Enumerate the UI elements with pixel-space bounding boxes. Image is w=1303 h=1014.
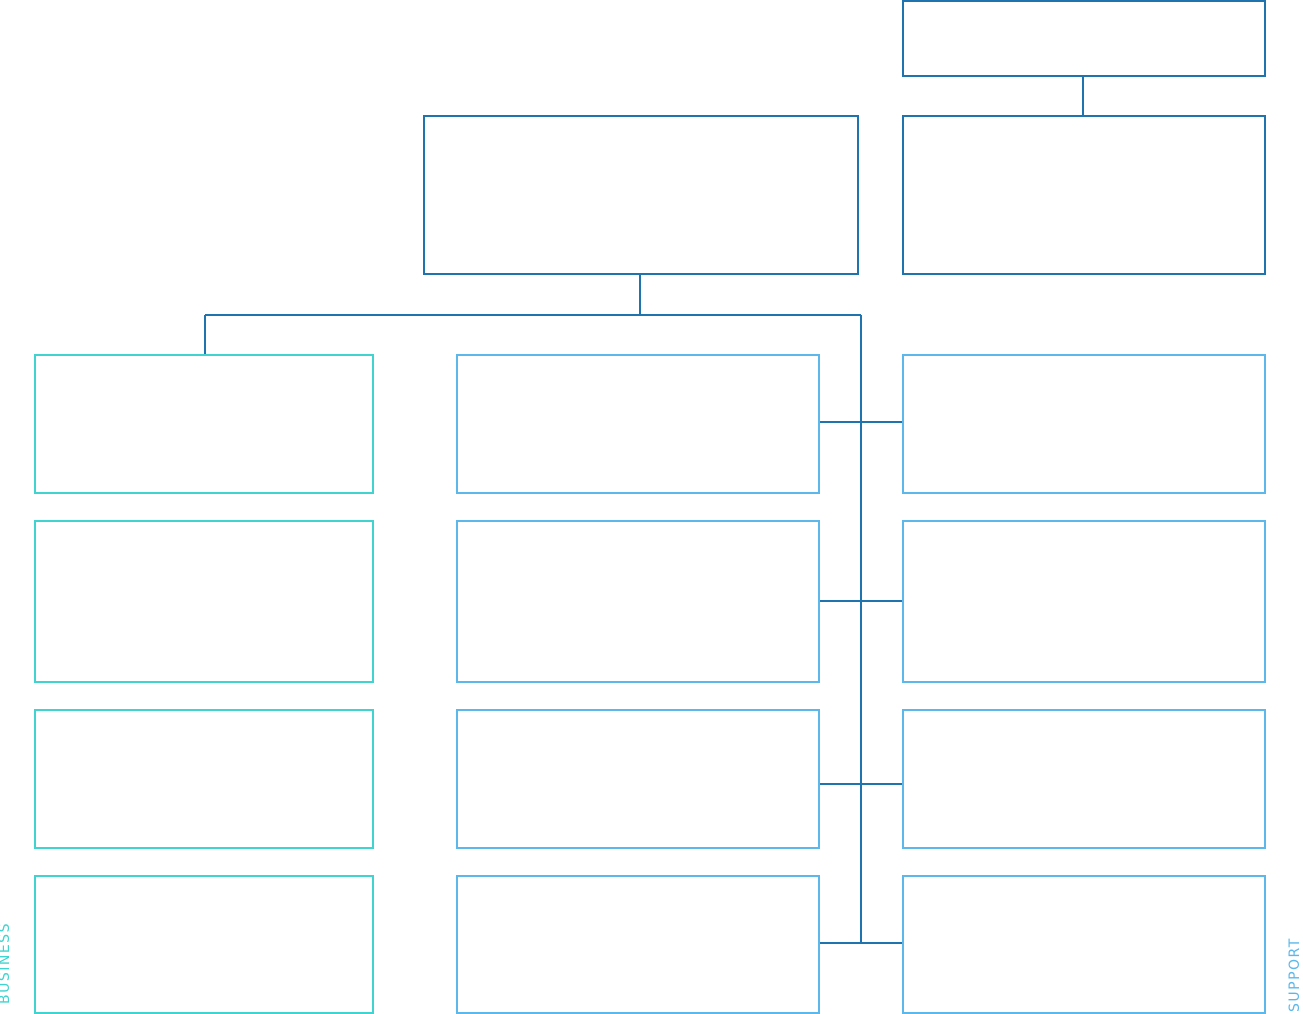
support-label: SUPPORT bbox=[1287, 937, 1303, 1012]
middle-box-3 bbox=[456, 709, 820, 849]
top-box bbox=[902, 0, 1266, 77]
support-box-3 bbox=[902, 709, 1266, 849]
business-box-4 bbox=[34, 875, 374, 1014]
middle-box-2 bbox=[456, 520, 820, 683]
support-box-2 bbox=[902, 520, 1266, 683]
business-box-2 bbox=[34, 520, 374, 683]
business-label: BUSINESS bbox=[0, 922, 13, 1004]
main-executive-box bbox=[423, 115, 859, 275]
middle-box-1 bbox=[456, 354, 820, 494]
support-box-1 bbox=[902, 354, 1266, 494]
business-box-3 bbox=[34, 709, 374, 849]
secondary-executive-box bbox=[902, 115, 1266, 275]
middle-box-4 bbox=[456, 875, 820, 1014]
support-box-4 bbox=[902, 875, 1266, 1014]
business-box-1 bbox=[34, 354, 374, 494]
